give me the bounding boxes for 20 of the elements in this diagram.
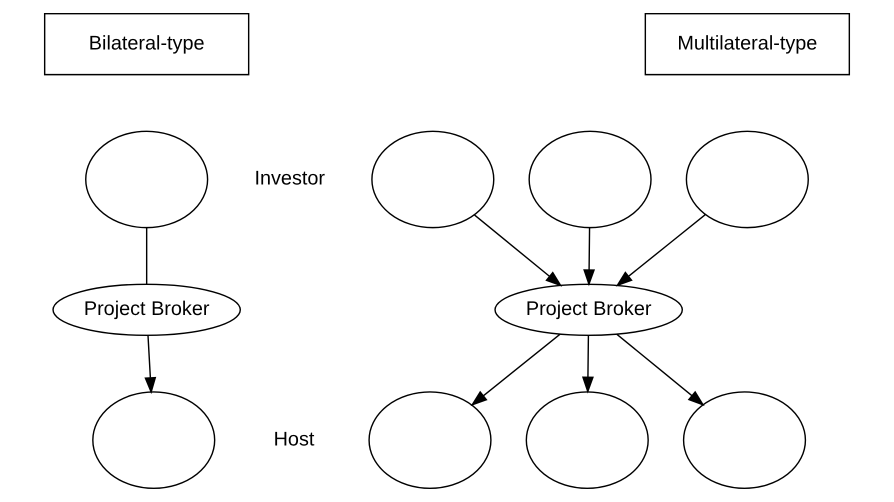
node-ellipse	[92, 391, 216, 489]
node-box: Bilateral-type	[44, 13, 250, 76]
arrow	[474, 214, 562, 287]
arrow	[144, 336, 156, 394]
connector	[146, 228, 148, 284]
node-ellipse	[686, 130, 809, 228]
node-ellipse	[85, 130, 208, 228]
arrow	[470, 334, 560, 406]
label: Investor	[254, 168, 326, 190]
node-ellipse	[528, 130, 652, 228]
arrow	[582, 336, 594, 394]
arrow	[583, 228, 596, 286]
node-ellipse	[526, 391, 649, 489]
arrow	[616, 334, 705, 406]
node-ellipse: Project Broker	[494, 284, 683, 336]
node-ellipse	[371, 130, 494, 228]
node-ellipse: Project Broker	[52, 284, 241, 336]
label: Host	[274, 428, 314, 450]
arrow	[616, 214, 706, 287]
node-box: Multilateral-type	[644, 13, 850, 76]
